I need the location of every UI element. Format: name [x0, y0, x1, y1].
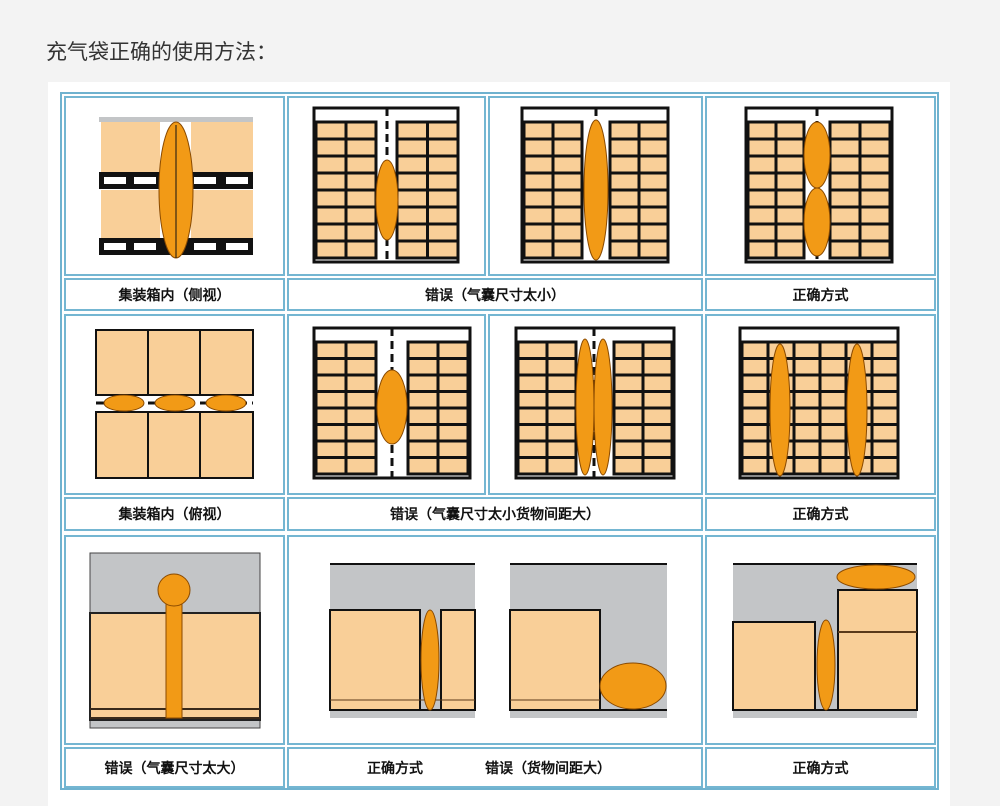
cell-too-large	[64, 535, 285, 745]
cell-container-side-view	[64, 96, 285, 276]
label-too-large: 错误（气囊尺寸太大）	[64, 747, 285, 788]
cell-container-top-view	[64, 314, 285, 495]
cell-small-gap-a	[287, 314, 486, 495]
cell-correct-2	[705, 314, 936, 495]
label-container-side-view: 集装箱内（侧视）	[64, 278, 285, 311]
label-gap-too-large: 错误（货物间距大）	[485, 760, 611, 777]
cell-correct-and-gap	[287, 535, 703, 745]
label-container-top-view: 集装箱内（俯视）	[64, 497, 285, 531]
cell-correct-1	[705, 96, 936, 276]
cell-correct-3	[705, 535, 936, 745]
label-correct-1: 正确方式	[705, 278, 936, 311]
page-title: 充气袋正确的使用方法：	[46, 40, 277, 64]
label-correct-2: 正确方式	[705, 497, 936, 531]
label-small-gap: 错误（气囊尺寸太小货物间距大）	[287, 497, 703, 531]
label-too-small: 错误（气囊尺寸太小）	[287, 278, 703, 311]
label-correct-3a: 正确方式	[367, 760, 423, 777]
label-correct-3: 正确方式	[705, 747, 936, 788]
cell-too-small-b	[488, 96, 703, 276]
label-correct-and-gap: 正确方式 错误（货物间距大）	[287, 747, 703, 788]
cell-small-gap-b	[488, 314, 703, 495]
cell-too-small-a	[287, 96, 486, 276]
diagram-table	[60, 92, 939, 790]
